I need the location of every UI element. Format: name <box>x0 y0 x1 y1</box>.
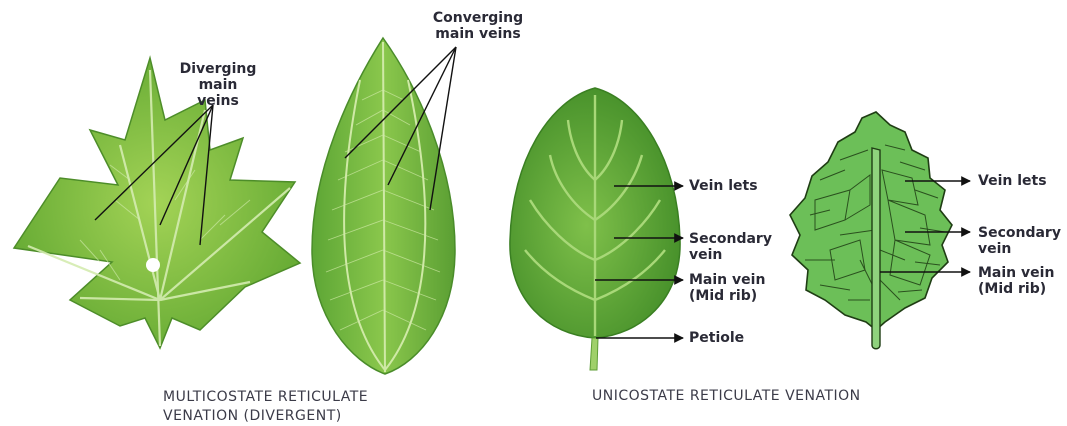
label-secondary-vein-2: Secondary vein <box>978 225 1061 257</box>
label-vein-lets-2: Vein lets <box>978 173 1047 189</box>
caption-multicostate: MULTICOSTATE RETICULATE VENATION (DIVERG… <box>163 388 368 426</box>
egg-leaf <box>510 88 680 370</box>
label-main-vein-2: Main vein (Mid rib) <box>978 265 1054 297</box>
cartoon-leaf-midrib <box>872 148 880 349</box>
label-diverging-main-veins: Diverging main veins <box>178 61 258 109</box>
cartoon-leaf <box>790 112 952 349</box>
label-vein-lets-1: Vein lets <box>689 178 758 194</box>
caption-unicostate: UNICOSTATE RETICULATE VENATION <box>592 387 861 406</box>
cartoon-leaf-blade <box>790 112 952 330</box>
egg-leaf-petiole <box>590 338 598 370</box>
label-secondary-vein-1: Secondary vein <box>689 231 772 263</box>
label-petiole: Petiole <box>689 330 744 346</box>
long-leaf <box>312 38 455 374</box>
label-converging-main-veins: Converging main veins <box>418 10 538 42</box>
label-main-vein-1: Main vein (Mid rib) <box>689 272 765 304</box>
